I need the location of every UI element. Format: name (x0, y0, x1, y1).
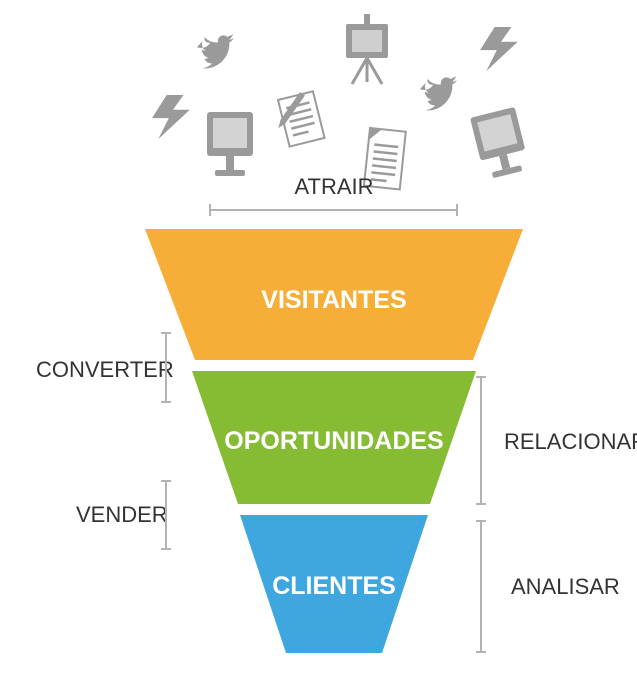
twitter-icon (420, 76, 458, 111)
funnel-stage-oportunidades (192, 371, 476, 504)
relate-bracket (476, 376, 486, 505)
attract-bracket (209, 204, 458, 216)
sell-bracket (161, 480, 171, 550)
funnel-stage-oportunidades-label: OPORTUNIDADES (224, 427, 443, 455)
analyze-bracket (476, 520, 486, 653)
funnel-stage-clientes-label: CLIENTES (272, 572, 396, 600)
lightning-icon (480, 27, 518, 72)
relate-label: RELACIONAR (504, 429, 637, 454)
twitter-icon (197, 34, 235, 69)
easel-icon (346, 14, 388, 85)
monitor-icon (207, 112, 253, 176)
document-icon (276, 90, 326, 148)
funnel-stage-visitantes (145, 229, 523, 360)
funnel-stage-clientes (240, 515, 428, 653)
lightning-icon (152, 95, 190, 140)
analyze-label: ANALISAR (511, 574, 620, 599)
monitor-icon (470, 107, 525, 178)
attract-label: ATRAIR (294, 174, 373, 199)
sell-label: VENDER (76, 502, 168, 527)
funnel-stage-visitantes-label: VISITANTES (261, 286, 406, 314)
pencil-icon (278, 92, 305, 129)
convert-bracket (161, 332, 171, 403)
convert-label: CONVERTER (36, 357, 174, 382)
document-icon (362, 126, 407, 191)
